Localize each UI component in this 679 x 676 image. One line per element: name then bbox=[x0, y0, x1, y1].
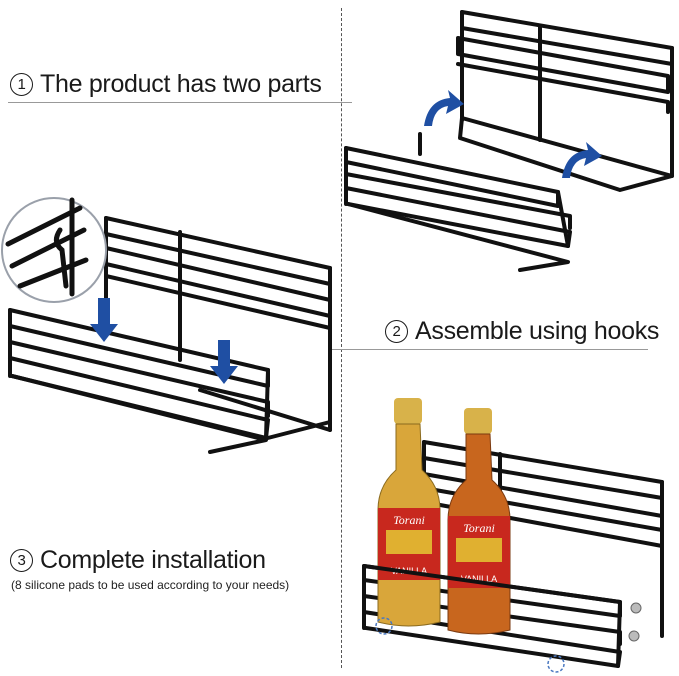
step-1-text: The product has two parts bbox=[40, 70, 322, 98]
step-3-text: Complete installation bbox=[40, 546, 266, 574]
step-3-number: 3 bbox=[10, 549, 33, 572]
step-3-label: 3 Complete installation bbox=[10, 546, 266, 575]
step-1-number: 1 bbox=[10, 73, 33, 96]
silicone-pad-note: (8 silicone pads to be used according to… bbox=[11, 578, 290, 592]
step-2-text: Assemble using hooks bbox=[415, 317, 660, 345]
assembly-illustration bbox=[1, 197, 332, 454]
installation-illustration: Torani VANILLA Torani VANILLA bbox=[362, 398, 664, 673]
bottle-left-brand: Torani bbox=[393, 513, 425, 527]
bottle-right-flavor: VANILLA bbox=[461, 574, 497, 584]
step-2-rule bbox=[330, 349, 648, 350]
step-2-label: 2 Assemble using hooks bbox=[385, 317, 659, 346]
curved-arrow-icon bbox=[424, 90, 602, 178]
bottle-left: Torani VANILLA bbox=[377, 398, 441, 627]
two-parts-illustration bbox=[344, 10, 674, 272]
step-1-label: 1 The product has two parts bbox=[10, 70, 322, 99]
front-rack-part bbox=[344, 132, 572, 272]
down-arrow-icon bbox=[90, 298, 238, 384]
rear-rack-part bbox=[456, 10, 674, 192]
bottle-right-brand: Torani bbox=[463, 521, 495, 535]
step-1-rule bbox=[8, 102, 352, 103]
silicone-pad-icon bbox=[375, 617, 565, 673]
hook-zoom-icon bbox=[1, 197, 107, 303]
step-2-number: 2 bbox=[385, 320, 408, 343]
bottle-right: Torani VANILLA bbox=[447, 408, 511, 635]
center-divider bbox=[341, 8, 342, 668]
